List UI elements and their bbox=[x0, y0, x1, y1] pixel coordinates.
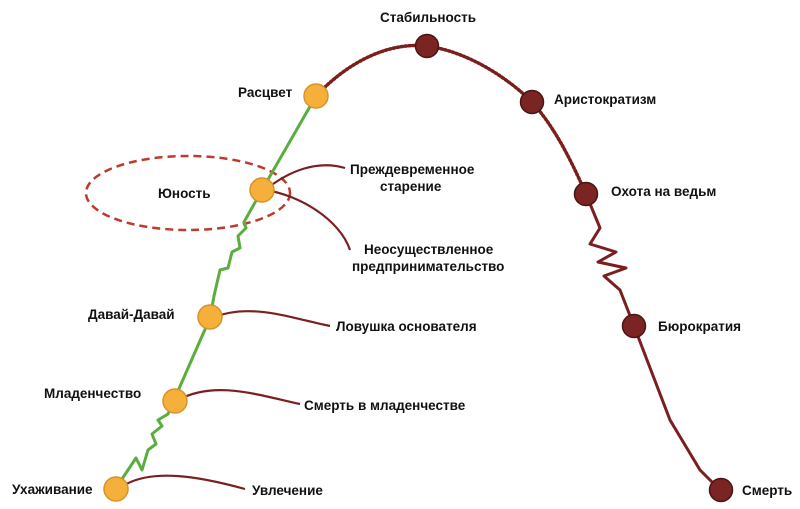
label-unrealized-entrepreneurship-line-1: Неосуществленное bbox=[364, 242, 494, 257]
decline-curve-line bbox=[584, 193, 722, 492]
node-davai-davai bbox=[197, 304, 223, 330]
label-premature-aging-line-1: Преждевременное bbox=[350, 162, 475, 177]
label-ukhazhivanie: Ухаживание bbox=[12, 482, 93, 497]
growth-curve-line bbox=[114, 95, 318, 489]
label-okhota-na-vedm: Охота на ведьм bbox=[611, 184, 716, 199]
label-uvlechenie: Увлечение bbox=[252, 483, 323, 498]
node-smert bbox=[708, 477, 734, 503]
label-byurokratiya: Бюрократия bbox=[658, 319, 741, 334]
node-aristokratizm bbox=[519, 89, 545, 115]
trap-connector-founder-trap bbox=[211, 310, 331, 328]
label-premature-aging: Преждевременное старение bbox=[350, 162, 478, 194]
node-ukhazhivanie bbox=[103, 476, 129, 502]
trap-connector-unrealized-entrepreneurship bbox=[264, 188, 352, 251]
label-rastsvet: Расцвет bbox=[238, 85, 293, 100]
node-byurokratiya bbox=[621, 313, 647, 339]
label-mladenchestvo: Младенчество bbox=[44, 386, 141, 401]
label-smert: Смерть bbox=[742, 483, 792, 498]
label-unrealized-entrepreneurship: Неосуществленное предпринимательство bbox=[352, 242, 504, 274]
label-premature-aging-line-2: старение bbox=[380, 179, 442, 194]
trap-connector-infant-death bbox=[177, 389, 301, 406]
node-stabilnost bbox=[414, 33, 440, 59]
label-davai-davai: Давай-Давай bbox=[88, 307, 175, 322]
label-founder-trap: Ловушка основателя bbox=[336, 319, 477, 334]
node-mladenchestvo bbox=[162, 388, 188, 414]
node-yunost bbox=[249, 177, 275, 203]
stability-arc-dotted bbox=[314, 43, 588, 196]
label-yunost: Юность bbox=[158, 186, 211, 201]
youth-highlight-ellipse bbox=[84, 154, 292, 232]
node-rastsvet bbox=[303, 83, 329, 109]
trap-connector-premature-aging bbox=[264, 164, 346, 191]
node-okhota-na-vedm bbox=[573, 181, 599, 207]
label-aristokratizm: Аристократизм bbox=[554, 92, 656, 107]
label-unrealized-entrepreneurship-line-2: предпринимательство bbox=[352, 259, 504, 274]
label-infant-death: Смерть в младенчестве bbox=[304, 398, 466, 413]
label-stabilnost: Стабильность bbox=[380, 10, 476, 25]
trap-connector-uvlechenie bbox=[119, 474, 246, 491]
